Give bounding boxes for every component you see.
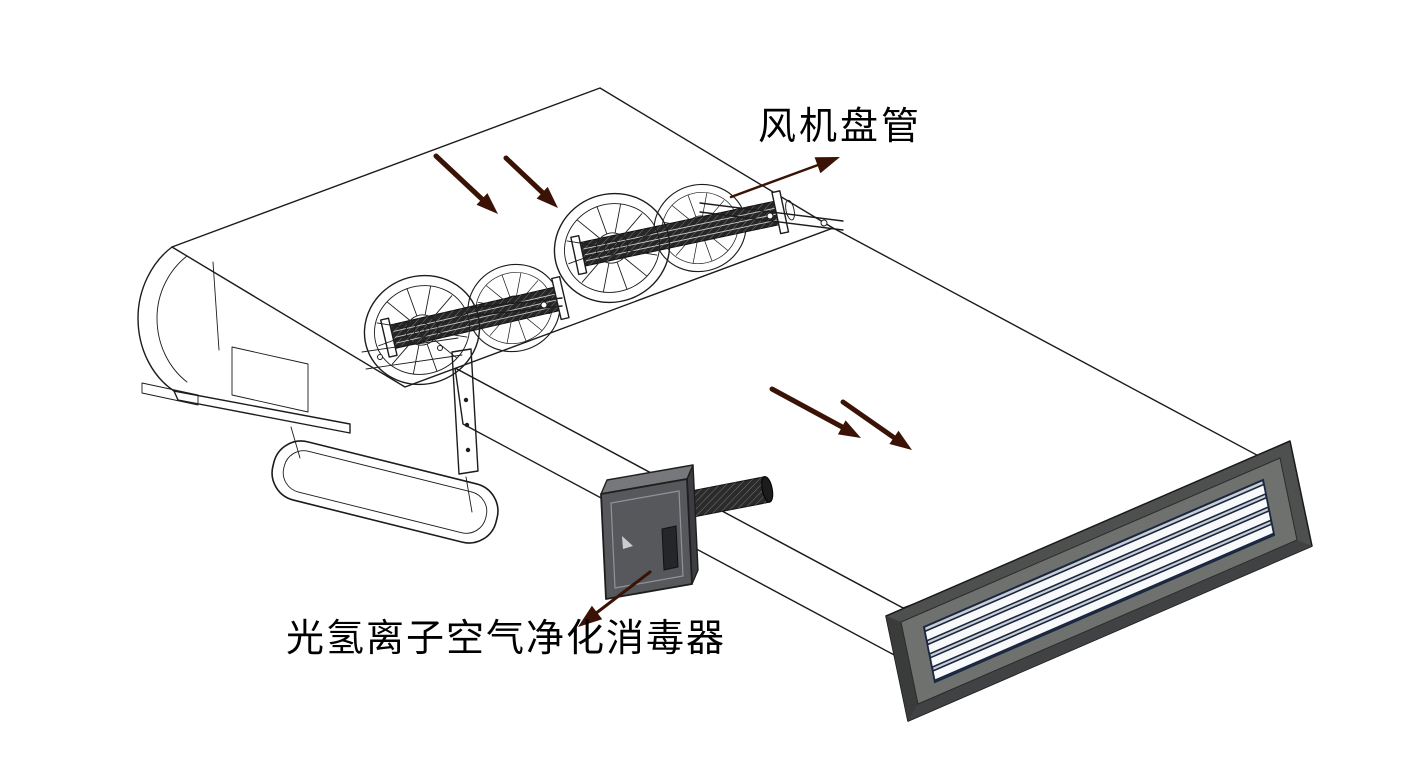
fan-coil-unit (137, 87, 834, 434)
leader-arrow-purifier (578, 570, 652, 627)
airflow-arrow-icon (769, 386, 861, 438)
label-purifier: 光氢离子空气净化消毒器 (286, 618, 727, 660)
airflow-arrows (433, 153, 912, 450)
purifier-logo-icon (622, 536, 633, 549)
purifier-slot (661, 525, 679, 571)
fan-mounting-rail-left (361, 297, 563, 370)
duct-flange (451, 348, 479, 475)
airflow-arrow-icon (433, 153, 498, 214)
airflow-arrow-icon (840, 399, 912, 450)
label-fan-coil: 风机盘管 (758, 106, 923, 148)
purifier-box (600, 464, 699, 600)
blower-fan-right (538, 170, 795, 320)
leader-arrow-fan-coil (729, 157, 840, 199)
outlet-grille (885, 440, 1313, 722)
airflow-arrow-icon (503, 155, 558, 208)
drain-pan (271, 426, 499, 544)
fan-mounting-rail-right (699, 202, 844, 231)
fan-rotor (570, 190, 795, 276)
